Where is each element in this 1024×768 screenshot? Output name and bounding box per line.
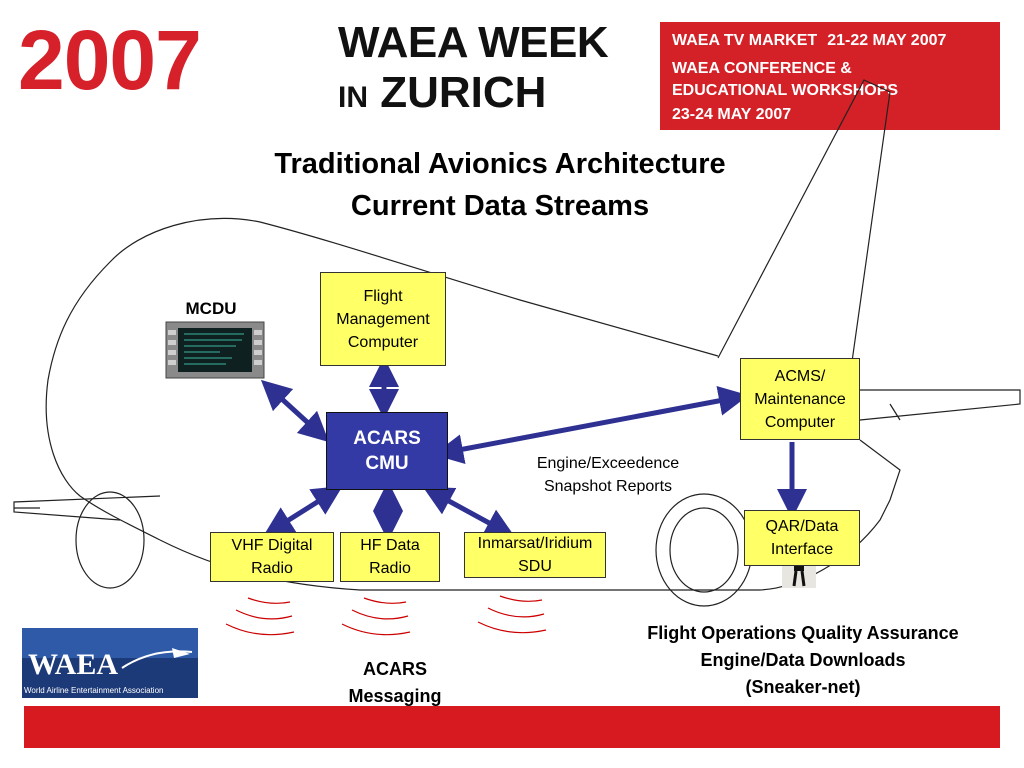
qar-box: QAR/Data Interface — [744, 510, 860, 566]
event-location: IN ZURICH — [338, 70, 546, 121]
acms-box: ACMS/ Maintenance Computer — [740, 358, 860, 440]
mcdu-label: MCDU — [185, 299, 237, 318]
event-title: WAEA WEEK — [338, 18, 609, 67]
hf-radio-box: HF Data Radio — [340, 532, 440, 582]
fmc-line: Computer — [347, 333, 419, 351]
tv-market-line: WAEA TV MARKET 21-22 MAY 2007 — [672, 32, 946, 50]
hf-line: HF Data — [360, 537, 420, 554]
fmc-box: Flight Management Computer — [320, 272, 446, 366]
foqa-line: Engine/Data Downloads — [700, 650, 906, 670]
workshops-line: EDUCATIONAL WORKSHOPS — [672, 82, 899, 99]
acms-line: ACMS/ — [774, 367, 826, 385]
sdu-box: Inmarsat/Iridium SDU — [464, 532, 606, 578]
acars-messaging-line: Messaging — [348, 686, 442, 706]
event-location-city: ZURICH — [380, 68, 547, 117]
slide-subtitle: Current Data Streams — [350, 190, 650, 222]
radio-waves — [225, 595, 547, 636]
vhf-line: VHF Digital — [231, 537, 313, 554]
tv-market-date: 21-22 MAY 2007 — [827, 32, 947, 49]
qar-line: Interface — [770, 541, 834, 558]
event-info-box: WAEA TV MARKET 21-22 MAY 2007 WAEA CONFER… — [660, 22, 1000, 130]
acars-cmu-box: ACARS CMU — [326, 412, 448, 490]
waea-logo: WAEA World Airline Entertainment Associa… — [22, 628, 198, 698]
snapshot-line: Snapshot Reports — [543, 478, 673, 495]
cmu-line: ACARS — [353, 428, 421, 449]
vhf-radio-box: VHF Digital Radio — [210, 532, 334, 582]
cmu-acms-link — [433, 386, 749, 464]
tv-market-label: WAEA TV MARKET — [672, 32, 818, 49]
waea-logo-tagline: World Airline Entertainment Association — [24, 686, 164, 695]
slide-title: Traditional Avionics Architecture — [274, 148, 726, 180]
foqa-label: Flight Operations Quality Assurance Engi… — [596, 620, 1010, 701]
conference-date: 23-24 MAY 2007 — [672, 106, 792, 123]
cmu-vhf-link — [263, 486, 343, 536]
snapshot-label: Engine/Exceedence Snapshot Reports — [512, 452, 704, 498]
qar-line: QAR/Data — [765, 518, 839, 535]
conference-line: WAEA CONFERENCE & — [672, 60, 852, 77]
waea-logo-wordmark: WAEA — [28, 648, 119, 681]
cmu-sdu-link — [422, 486, 516, 538]
acars-messaging-label: ACARS Messaging — [320, 656, 470, 710]
sdu-line: Inmarsat/Iridium — [477, 535, 593, 552]
snapshot-line: Engine/Exceedence — [536, 455, 680, 472]
acms-line: Maintenance — [754, 390, 846, 408]
acms-line: Computer — [764, 413, 836, 431]
data-connectors — [260, 357, 807, 541]
mcdu-cmu-link — [260, 379, 330, 443]
foqa-line: Flight Operations Quality Assurance — [647, 623, 959, 643]
waea-logo-graphic — [22, 628, 198, 698]
footer-bar — [24, 706, 1000, 748]
fmc-line: Flight — [363, 287, 403, 305]
event-year: 2007 — [18, 13, 202, 107]
mcdu-device-icon — [165, 321, 265, 379]
event-location-prefix: IN — [338, 81, 368, 114]
cmu-line: CMU — [365, 453, 409, 474]
hf-line: Radio — [369, 560, 411, 577]
fmc-line: Management — [336, 310, 430, 328]
sdu-line: SDU — [518, 558, 552, 575]
foqa-line: (Sneaker-net) — [745, 677, 861, 697]
acars-messaging-line: ACARS — [362, 659, 427, 679]
vhf-line: Radio — [251, 560, 293, 577]
